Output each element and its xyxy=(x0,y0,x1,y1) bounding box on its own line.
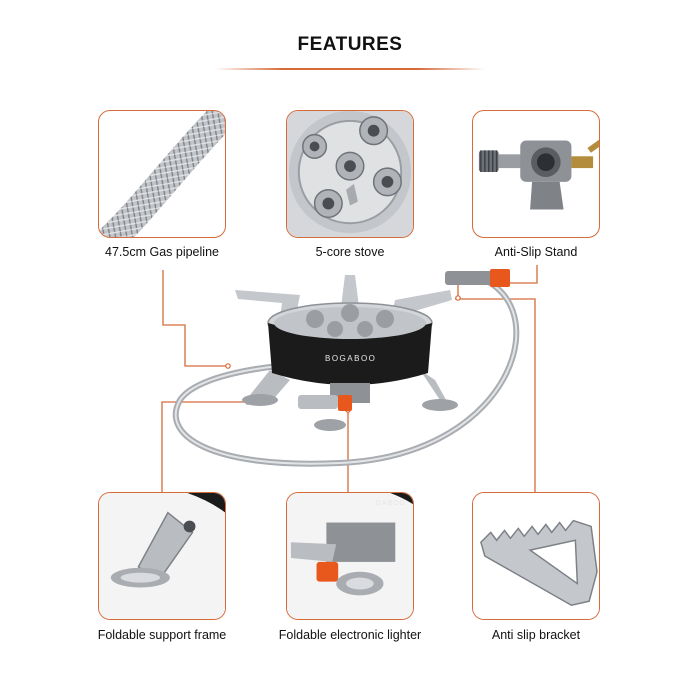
feature-card-5-core-stove xyxy=(286,110,414,238)
feature-card-support-frame xyxy=(98,492,226,620)
connector-gas-pipeline xyxy=(162,270,228,367)
camping-stove-image: BOGABOO xyxy=(172,269,520,467)
stove-brand-text: BOGABOO xyxy=(325,354,376,363)
feature-label-anti-slip-stand: Anti-Slip Stand xyxy=(494,245,578,259)
lighter-button xyxy=(316,561,339,582)
folding-leg-image xyxy=(99,493,225,619)
burner-heads-image xyxy=(287,111,413,237)
feature-label-gas-pipeline: 47.5cm Gas pipeline xyxy=(105,245,219,259)
feature-label-anti-slip-bracket: Anti slip bracket xyxy=(491,628,581,642)
title-underline xyxy=(215,68,485,70)
connector-support-frame xyxy=(161,401,248,492)
feature-label-support-frame: Foldable support frame xyxy=(97,628,227,642)
braided-hose-image xyxy=(99,111,225,237)
feature-label-5-core-stove: 5-core stove xyxy=(315,245,385,259)
page-title: FEATURES xyxy=(297,34,403,55)
electronic-lighter-image: GABOO xyxy=(287,493,413,619)
feature-label-lighter: Foldable electronic lighter xyxy=(278,628,422,642)
connector-bracket xyxy=(455,298,536,492)
serrated-bracket-image xyxy=(473,493,599,619)
feature-card-gas-pipeline xyxy=(98,110,226,238)
feature-card-lighter: GABOO xyxy=(286,492,414,620)
feature-card-anti-slip-bracket xyxy=(472,492,600,620)
feature-card-anti-slip-stand xyxy=(472,110,600,238)
valve-connector-image xyxy=(478,139,599,210)
lighter-brand-text: GABOO xyxy=(376,500,406,507)
